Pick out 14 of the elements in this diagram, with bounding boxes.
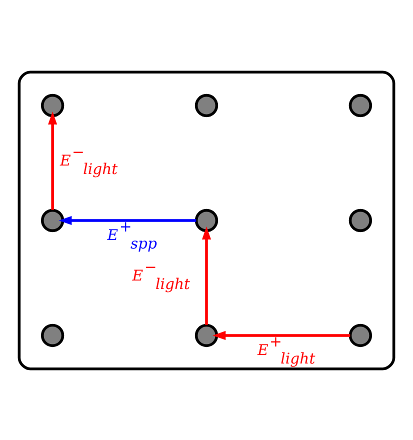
- node-circle: [348, 323, 372, 347]
- arrow: [202, 226, 212, 324]
- node-circle: [194, 323, 218, 347]
- node-circle: [348, 208, 372, 232]
- cluster: [18, 70, 396, 370]
- node-circle: [40, 208, 64, 232]
- node-circle: [194, 208, 218, 232]
- node-circle: [348, 93, 372, 117]
- arrow: [212, 330, 350, 340]
- node-circle: [194, 93, 218, 117]
- arrow: [58, 215, 196, 225]
- arrow: [48, 111, 58, 210]
- node-circle: [40, 93, 64, 117]
- node-circle: [40, 323, 64, 347]
